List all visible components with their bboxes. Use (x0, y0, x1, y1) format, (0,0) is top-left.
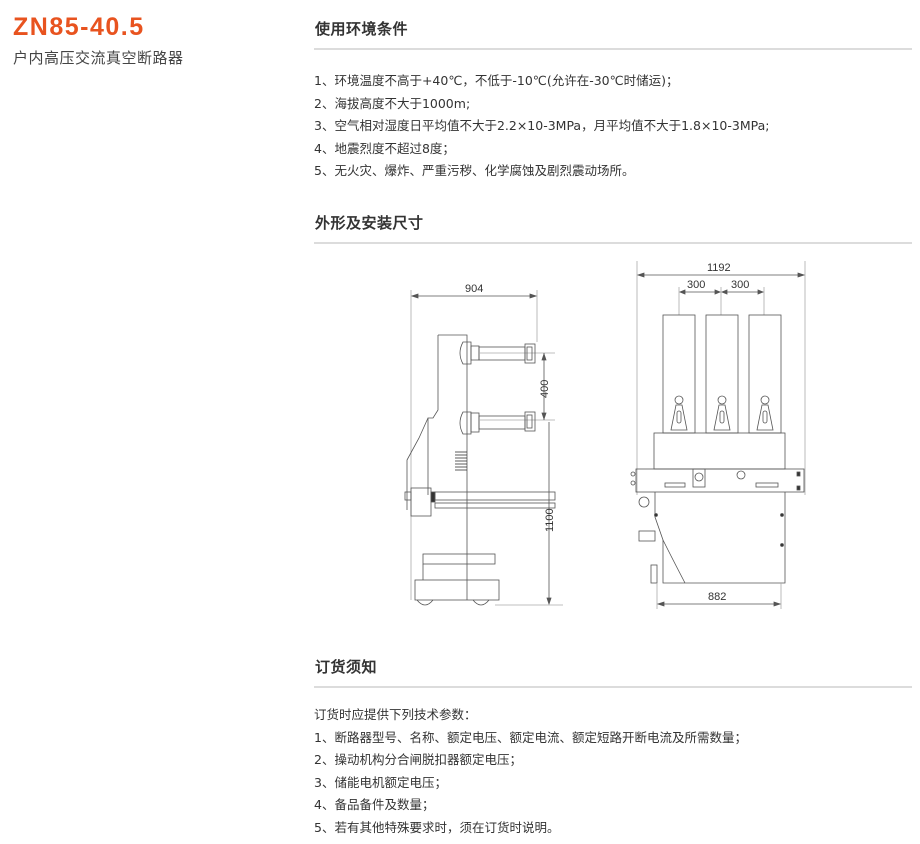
section-title-dimensions: 外形及安装尺寸 (315, 214, 424, 232)
ordering-intro: 订货时应提供下列技术参数： (314, 707, 477, 722)
side-view-drawing: 904 400 (395, 270, 575, 620)
list-item: 3、储能电机额定电压； (314, 774, 447, 790)
dim-label-400: 400 (539, 380, 551, 398)
list-item: 5、无火灾、爆炸、严重污秽、化学腐蚀及剧烈震动场所。 (314, 163, 635, 178)
list-item: 4、备品备件及数量； (314, 797, 435, 812)
section-title-environment: 使用环境条件 (315, 20, 409, 38)
dim-label-1192: 1192 (707, 262, 731, 274)
dim-label-882: 882 (708, 591, 726, 603)
section-divider (314, 686, 912, 688)
product-name-subtitle: 户内高压交流真空断路器 (13, 49, 184, 67)
list-item: 4、地震烈度不超过8度； (314, 140, 455, 156)
ordering-notes-section: 订货须知 订货时应提供下列技术参数： 1、断路器型号、名称、额定电压、额定电流、… (314, 657, 912, 839)
environment-conditions-list: 1、环境温度不高于+40℃，不低于-10℃(允许在-30℃时储运)； 2、海拔高… (314, 70, 912, 183)
dim-label-300-right: 300 (731, 279, 749, 291)
list-item: 2、海拔高度不大于1000m; (314, 95, 471, 111)
section-title-ordering: 订货须知 (315, 658, 378, 676)
list-item: 1、环境温度不高于+40℃，不低于-10℃(允许在-30℃时储运)； (314, 73, 679, 88)
dim-label-1100: 1100 (544, 508, 556, 532)
environment-conditions-section: 使用环境条件 1、环境温度不高于+40℃，不低于-10℃(允许在-30℃时储运)… (314, 19, 912, 183)
list-item: 3、空气相对湿度日平均值不大于2.2×10-3MPa，月平均值不大于1.8×10… (314, 118, 770, 133)
section-divider (314, 48, 912, 50)
front-view-drawing: 1192 300 300 (625, 255, 820, 610)
dimensions-section: 外形及安装尺寸 (314, 213, 912, 244)
list-item: 5、若有其他特殊要求时，须在订货时说明。 (314, 819, 560, 835)
dim-label-300-left: 300 (687, 279, 705, 291)
product-model-title: ZN85-40.5 (13, 13, 145, 41)
list-item: 1、断路器型号、名称、额定电压、额定电流、额定短路开断电流及所需数量； (314, 729, 747, 745)
dim-label-904: 904 (465, 283, 483, 295)
section-divider (314, 242, 912, 244)
ordering-notes-list: 订货时应提供下列技术参数： 1、断路器型号、名称、额定电压、额定电流、额定短路开… (314, 704, 912, 839)
list-item: 2、操动机构分合闸脱扣器额定电压； (314, 752, 522, 767)
